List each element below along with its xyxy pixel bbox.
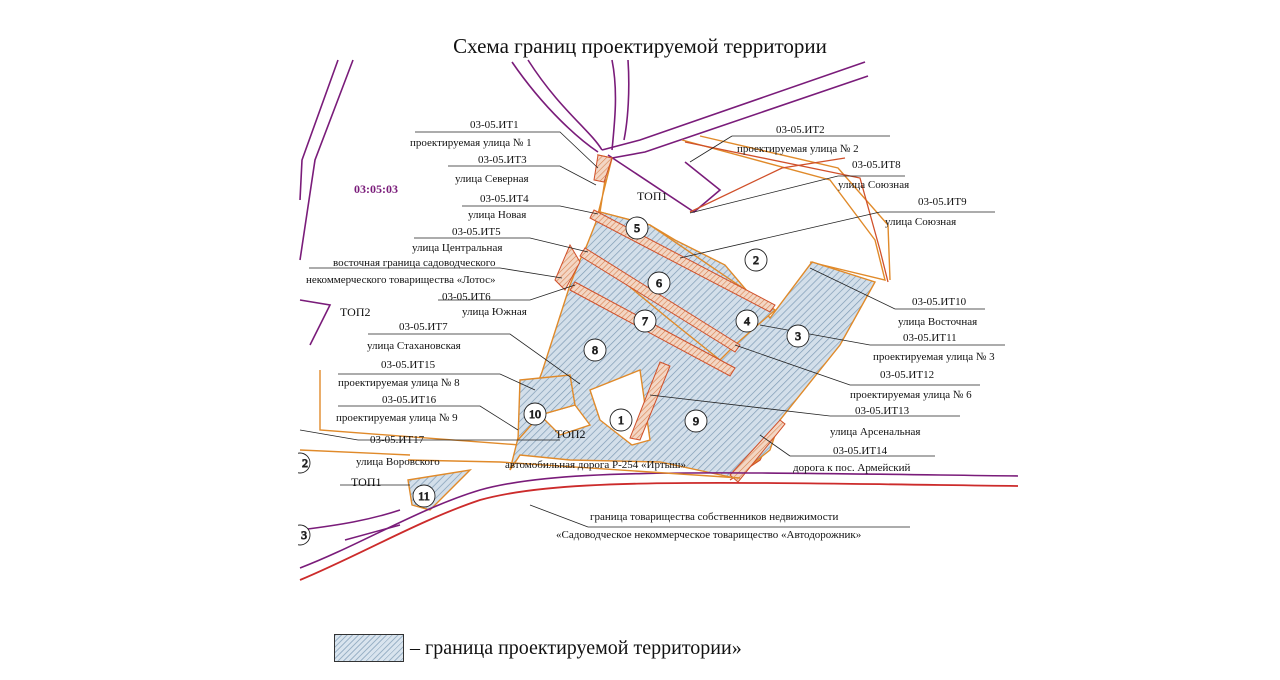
svg-text:проектируемая улица № 9: проектируемая улица № 9 <box>336 412 458 424</box>
top2-label-a: ТОП2 <box>340 305 371 319</box>
svg-text:улица Союзная: улица Союзная <box>885 216 956 228</box>
svg-text:8: 8 <box>592 343 598 357</box>
parcel-2: 2 <box>744 248 768 272</box>
svg-text:улица Восточная: улица Восточная <box>898 316 977 328</box>
svg-text:9: 9 <box>693 414 699 428</box>
map-title: Схема границ проектируемой территории <box>453 34 827 58</box>
svg-text:03-05.ИТ8: 03-05.ИТ8 <box>852 159 901 171</box>
svg-text:03-05.ИТ9: 03-05.ИТ9 <box>918 196 967 208</box>
svg-text:«Садоводческое некоммерческое: «Садоводческое некоммерческое товарищест… <box>556 529 861 541</box>
parcel-6: 6 <box>647 271 671 295</box>
svg-text:03-05.ИТ12: 03-05.ИТ12 <box>880 369 934 381</box>
svg-text:03-05.ИТ2: 03-05.ИТ2 <box>776 124 825 136</box>
highway <box>299 459 1019 581</box>
svg-text:03-05.ИТ1: 03-05.ИТ1 <box>470 119 519 131</box>
hatch-swatch <box>334 634 404 662</box>
top2-label-b: ТОП2 <box>555 427 586 441</box>
svg-text:дорога к пос. Армейский: дорога к пос. Армейский <box>793 462 910 474</box>
map-labels: 03:05:03 03-05.ИТ1 проектируемая улица №… <box>306 119 995 541</box>
svg-text:улица Новая: улица Новая <box>468 209 526 221</box>
svg-text:улица Северная: улица Северная <box>455 173 529 185</box>
svg-text:03-05.ИТ3: 03-05.ИТ3 <box>478 154 527 166</box>
svg-text:автомобильная дорога Р-254 «Ир: автомобильная дорога Р-254 «Иртыш» <box>505 459 686 471</box>
svg-text:7: 7 <box>642 314 648 328</box>
svg-text:некоммерческого товарищества «: некоммерческого товарищества «Лотос» <box>306 274 496 286</box>
svg-text:улица Воровского: улица Воровского <box>356 456 440 468</box>
leader-lines <box>299 131 1005 528</box>
svg-text:03-05.ИТ5: 03-05.ИТ5 <box>452 226 501 238</box>
parcel-11: 11 <box>412 484 436 508</box>
svg-text:улица Южная: улица Южная <box>462 306 527 318</box>
svg-text:11: 11 <box>418 489 430 503</box>
svg-text:1: 1 <box>618 413 624 427</box>
svg-text:проектируемая улица № 6: проектируемая улица № 6 <box>850 389 972 401</box>
svg-text:3: 3 <box>301 528 307 542</box>
parcel-7: 7 <box>633 309 657 333</box>
svg-text:5: 5 <box>634 221 640 235</box>
svg-text:улица Центральная: улица Центральная <box>412 242 502 254</box>
svg-text:восточная граница садоводческо: восточная граница садоводческого <box>333 257 496 269</box>
svg-text:03-05.ИТ13: 03-05.ИТ13 <box>855 405 910 417</box>
purple-roads <box>299 59 869 346</box>
svg-text:10: 10 <box>529 407 541 421</box>
svg-text:2: 2 <box>753 253 759 267</box>
svg-text:3: 3 <box>795 329 801 343</box>
svg-text:2: 2 <box>302 456 308 470</box>
svg-text:проектируемая улица № 1: проектируемая улица № 1 <box>410 137 532 149</box>
svg-text:улица Союзная: улица Союзная <box>838 179 909 191</box>
territory-map: 1 2 3 4 5 6 7 8 9 10 11 2 3 03:05:03 03-… <box>289 59 1019 581</box>
top1-label-a: ТОП1 <box>637 189 668 203</box>
parcel-3: 3 <box>786 324 810 348</box>
svg-text:03-05.ИТ6: 03-05.ИТ6 <box>442 291 491 303</box>
boundary-lines <box>299 135 891 456</box>
zone-code: 03:05:03 <box>354 182 398 196</box>
parcel-8: 8 <box>583 338 607 362</box>
parcel-4: 4 <box>735 309 759 333</box>
svg-text:4: 4 <box>744 314 750 328</box>
legend-text: – граница проектируемой территории» <box>410 636 742 659</box>
svg-text:03-05.ИТ10: 03-05.ИТ10 <box>912 296 967 308</box>
svg-text:улица Стахановская: улица Стахановская <box>367 340 461 352</box>
parcel-1: 1 <box>609 408 633 432</box>
parcel-5: 5 <box>625 216 649 240</box>
svg-text:6: 6 <box>656 276 662 290</box>
svg-text:03-05.ИТ4: 03-05.ИТ4 <box>480 193 529 205</box>
svg-text:03-05.ИТ16: 03-05.ИТ16 <box>382 394 437 406</box>
svg-text:проектируемая улица № 3: проектируемая улица № 3 <box>873 351 995 363</box>
svg-text:03-05.ИТ15: 03-05.ИТ15 <box>381 359 436 371</box>
street-strips <box>554 154 786 483</box>
parcel-10: 10 <box>523 402 547 426</box>
svg-text:03-05.ИТ11: 03-05.ИТ11 <box>903 332 957 344</box>
svg-text:03-05.ИТ14: 03-05.ИТ14 <box>833 445 888 457</box>
map-legend: – граница проектируемой территории» <box>334 634 742 662</box>
svg-text:проектируемая улица № 8: проектируемая улица № 8 <box>338 377 460 389</box>
svg-text:03-05.ИТ17: 03-05.ИТ17 <box>370 434 425 446</box>
parcel-9: 9 <box>684 409 708 433</box>
svg-text:проектируемая улица № 2: проектируемая улица № 2 <box>737 143 859 155</box>
svg-text:03-05.ИТ7: 03-05.ИТ7 <box>399 321 448 333</box>
svg-text:улица Арсенальная: улица Арсенальная <box>830 426 920 438</box>
svg-text:граница товарищества собственн: граница товарищества собственников недви… <box>590 511 838 523</box>
top1-label-b: ТОП1 <box>351 475 382 489</box>
